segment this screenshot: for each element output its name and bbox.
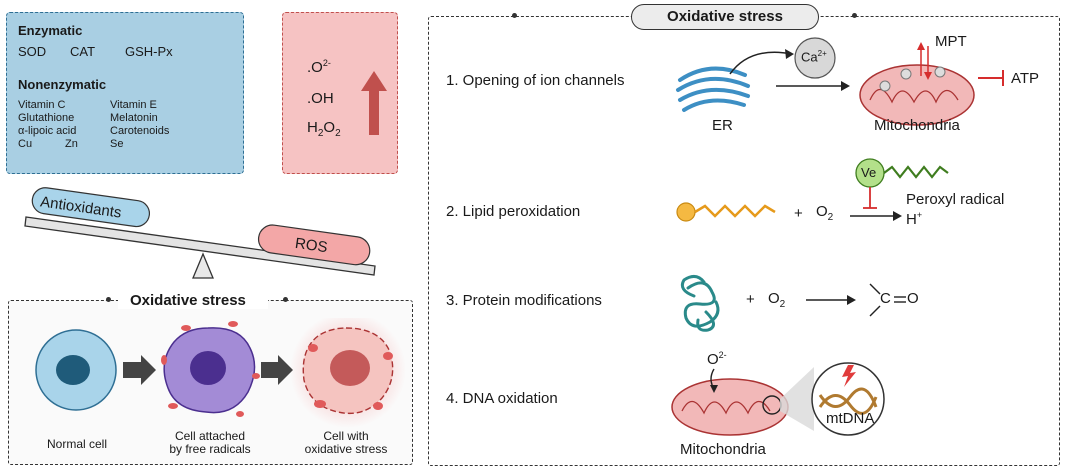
- mpt-label: MPT: [935, 33, 967, 50]
- mechanism-label: 4. DNA oxidation: [446, 390, 558, 407]
- cell-caption-normal: Normal cell: [46, 437, 107, 451]
- mechanisms-title-pill: [631, 4, 819, 30]
- ros-box: .O2- .OH H2O2: [282, 12, 398, 174]
- lipid-o2: O2: [816, 203, 834, 223]
- mitochondria-label: Mitochondria: [680, 441, 766, 458]
- lipid-head-icon: [676, 202, 696, 222]
- superoxide-label: O2-: [707, 350, 727, 368]
- protein-plus: +: [746, 291, 755, 308]
- arrow-right-icon: [123, 355, 156, 385]
- lightning-icon: [842, 365, 856, 387]
- cells-illustration: [35, 318, 406, 428]
- ros-pill: [257, 224, 371, 266]
- peroxyl-radical-label: Peroxyl radical: [906, 191, 1005, 208]
- enzyme-gsh-px: GSH-Px: [125, 44, 173, 59]
- normal-cell-icon: [35, 329, 117, 411]
- mpt-arrows-icon: [920, 46, 929, 76]
- enzyme-sod: SOD: [18, 44, 47, 59]
- title-dot-right: [283, 297, 288, 302]
- lipid-tail-icon: [694, 204, 776, 218]
- mechanism-label: 2. Lipid peroxidation: [446, 203, 581, 220]
- calcium-label: Ca2+: [801, 49, 827, 65]
- title-dot-right: [852, 13, 857, 18]
- cells-panel-title: Oxidative stress: [130, 292, 246, 309]
- ion-channel-diagram: [676, 37, 1004, 126]
- up-arrow-icon: [361, 71, 387, 135]
- balance-beam: [24, 216, 376, 276]
- mtdna-label: mtDNA: [826, 410, 875, 427]
- nonenzymatic-col1: Vitamin C Glutathione α-lipoic acid Cu: [18, 99, 76, 151]
- antioxidant-item: Se: [110, 138, 124, 150]
- protein-icon: [680, 275, 720, 332]
- antioxidant-item: Vitamin E: [110, 99, 157, 111]
- ros-h2o2: H2O2: [307, 119, 341, 139]
- dna-helix-icon: [818, 387, 878, 415]
- stressed-cell-icon: [290, 318, 406, 428]
- mechanisms-title: Oxidative stress: [667, 8, 783, 25]
- mechanism-label: 3. Protein modifications: [446, 292, 602, 309]
- lipid-plus: +: [794, 205, 803, 222]
- protein-o2: O2: [768, 290, 786, 310]
- title-dot-left: [106, 297, 111, 302]
- ros-hydroxyl: .OH: [307, 90, 334, 107]
- mechanism-label: 1. Opening of ion channels: [446, 72, 625, 89]
- vitamin-e-label: Ve: [861, 165, 877, 180]
- arrow-right-icon: [261, 355, 293, 385]
- nonenzymatic-title: Nonenzymatic: [18, 77, 107, 92]
- protein-modification-diagram: [680, 275, 906, 332]
- enzymatic-title: Enzymatic: [18, 23, 83, 38]
- antioxidant-item: Carotenoids: [110, 125, 170, 137]
- antioxidant-item: Glutathione: [18, 112, 75, 124]
- dna-oxidation-diagram: [671, 362, 885, 436]
- lipid-peroxidation-diagram: [676, 158, 949, 222]
- mitochondria-label: Mitochondria: [874, 117, 960, 134]
- cell-caption-attacked: Cell attached by free radicals: [169, 429, 251, 456]
- mitochondrion-icon: [859, 64, 975, 126]
- antioxidant-item: α-lipoic acid: [18, 125, 77, 137]
- antioxidants-pill: [31, 187, 151, 228]
- curved-arrow-icon: [729, 51, 793, 75]
- er-label: ER: [712, 117, 733, 134]
- cells-panel-title-bg: [118, 291, 268, 309]
- cell-caption-stressed: Cell with oxidative stress: [304, 429, 388, 456]
- er-icon: [676, 66, 750, 112]
- attacked-cell-icon: [161, 321, 260, 417]
- mitochondrion-icon: [671, 378, 789, 436]
- antioxidant-item: Cu: [18, 138, 33, 150]
- nonenzymatic-col2: Vitamin E Melatonin Carotenoids Se: [110, 99, 169, 151]
- calcium-ion-icon: [794, 37, 836, 79]
- ros-superoxide: .O2-: [307, 58, 331, 76]
- enzyme-cat: CAT: [70, 44, 96, 59]
- antioxidant-item: Vitamin C: [18, 99, 66, 111]
- balance-scale: [24, 187, 376, 279]
- antioxidant-item-zn: Zn: [65, 138, 78, 150]
- fulcrum-icon: [192, 252, 214, 279]
- carbonyl-icon: [869, 283, 906, 317]
- carbonyl-oxygen: O: [907, 290, 919, 307]
- title-dot-left: [512, 13, 517, 18]
- antioxidant-item: Melatonin: [110, 112, 158, 124]
- carbonyl-carbon: C: [880, 290, 891, 307]
- atp-label: ATP: [1011, 70, 1040, 87]
- proton-label: H+: [906, 210, 923, 228]
- zoom-callout: [780, 367, 814, 431]
- antioxidant-box: Enzymatic SOD CAT GSH-Px Nonenzymatic Vi…: [6, 12, 244, 174]
